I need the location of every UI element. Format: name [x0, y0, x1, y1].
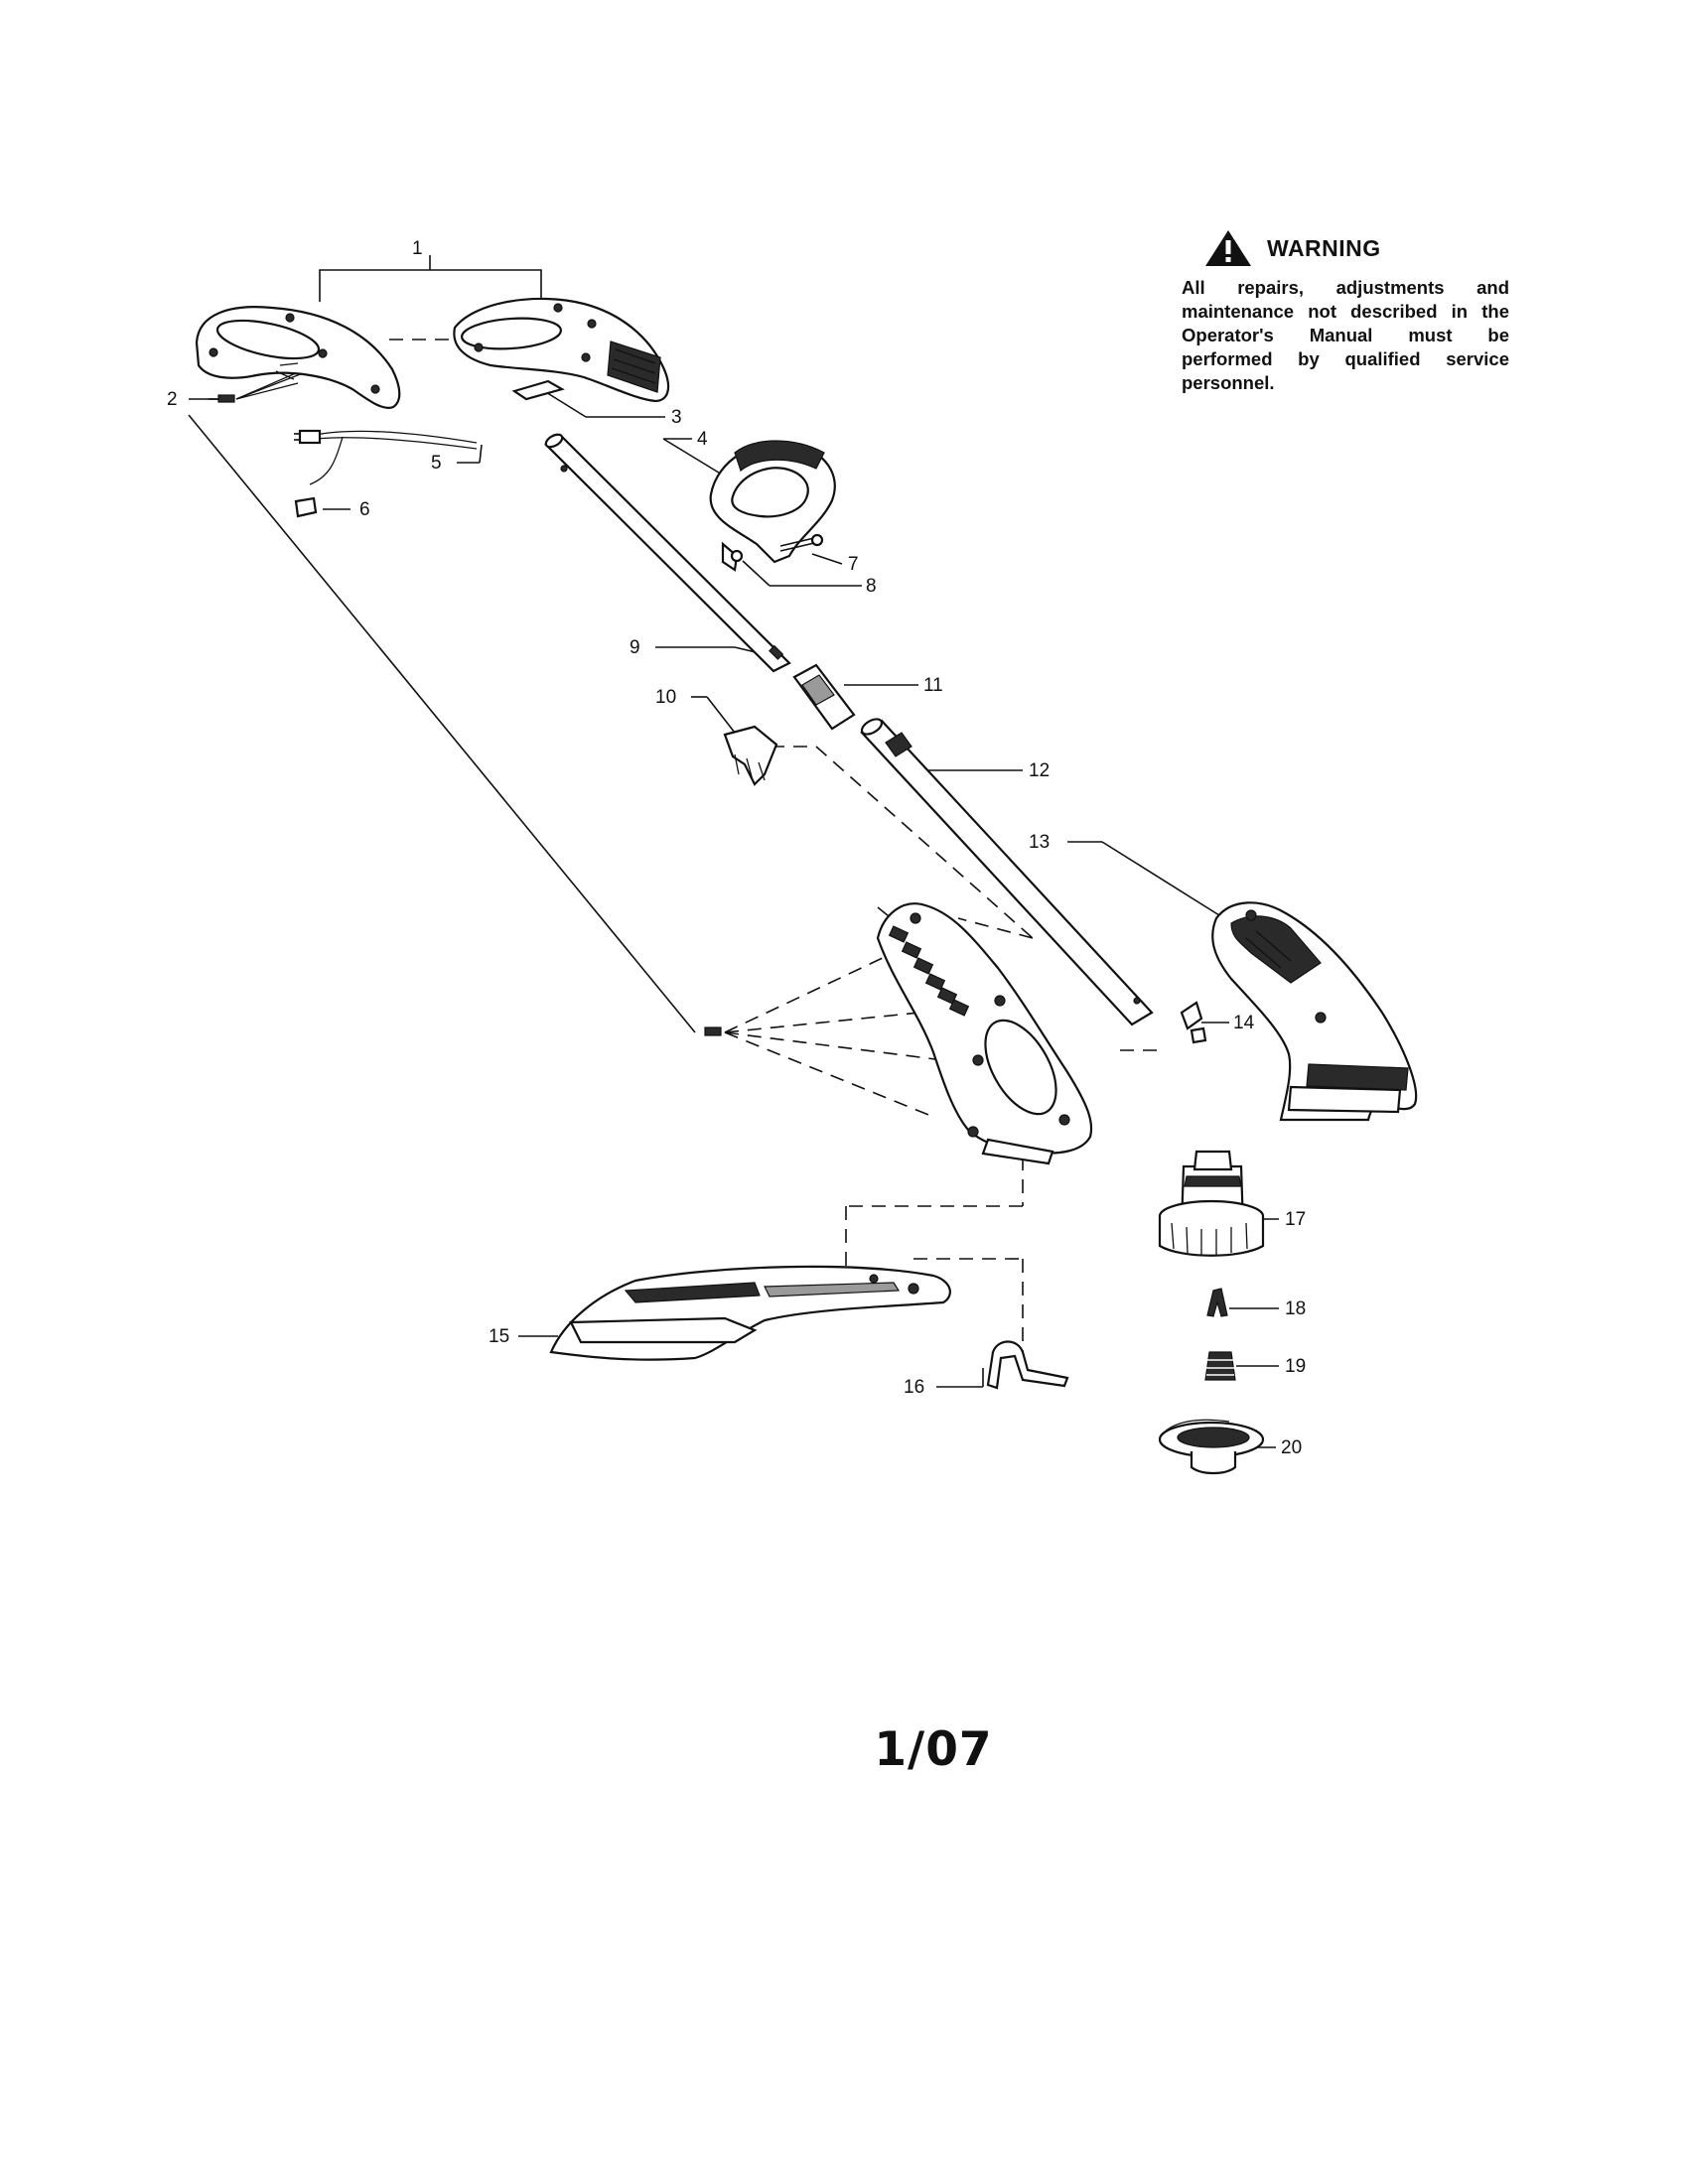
- rear-housing-left-half: [195, 306, 401, 409]
- motor-17: [1158, 1150, 1265, 1257]
- callout-10: 10: [655, 687, 676, 708]
- aux-handle-4: [709, 440, 836, 564]
- bolt-7: [779, 533, 824, 552]
- callout-2: 2: [167, 389, 178, 410]
- page-number-wrap: 1/07: [0, 1722, 1684, 1777]
- callout-20: 20: [1281, 1437, 1302, 1458]
- screws-14: [1180, 1001, 1207, 1044]
- warning-box: WARNING All repairs, adjustments and mai…: [1182, 228, 1509, 395]
- rear-housing-right-half: [453, 297, 670, 403]
- callout-11: 11: [923, 675, 943, 696]
- spring-19: [1204, 1351, 1236, 1381]
- switch-3: [511, 379, 565, 401]
- bracket-16: [986, 1340, 1069, 1390]
- callout-13: 13: [1029, 832, 1050, 853]
- warning-triangle-icon: [1205, 230, 1251, 266]
- callout-labels: 1 2 3 4 5 6 7 8 9 10 11 12 13 14 15 16 1…: [167, 238, 1306, 1458]
- callout-4: 4: [697, 429, 708, 450]
- callout-15: 15: [489, 1326, 509, 1347]
- callout-9: 9: [630, 637, 640, 658]
- callout-3: 3: [671, 407, 682, 428]
- guard-15: [549, 1265, 951, 1361]
- retainer-18: [1206, 1288, 1228, 1317]
- callout-17: 17: [1285, 1209, 1306, 1230]
- callout-18: 18: [1285, 1298, 1306, 1319]
- callout-12: 12: [1029, 760, 1050, 781]
- coupler-11: [792, 663, 856, 731]
- lower-shaft-12: [860, 718, 1154, 1026]
- callout-7: 7: [848, 554, 859, 575]
- page-number: 1/07: [874, 1722, 993, 1777]
- clamp-10: [723, 725, 778, 786]
- callout-5: 5: [431, 453, 442, 474]
- callout-16: 16: [904, 1377, 924, 1398]
- warning-header: WARNING: [1182, 228, 1509, 268]
- callout-19: 19: [1285, 1356, 1306, 1377]
- warning-text: All repairs, adjustments and maintenance…: [1182, 277, 1509, 393]
- callout-8: 8: [866, 576, 877, 597]
- callout-1: 1: [412, 238, 423, 259]
- handle-screw: [704, 1026, 722, 1036]
- callout-14: 14: [1233, 1013, 1255, 1033]
- spool-20: [1158, 1419, 1265, 1475]
- warning-title: WARNING: [1267, 234, 1381, 261]
- callout-6: 6: [359, 499, 370, 520]
- leader-lines: [188, 255, 1279, 1448]
- motor-housing-13: [1211, 901, 1418, 1122]
- upper-shaft-9: [544, 433, 791, 673]
- wing-nut-8: [721, 541, 744, 572]
- clip-6: [294, 496, 318, 518]
- main-handle-housing: [876, 902, 1093, 1165]
- screw-2: [209, 394, 235, 403]
- power-cord-5: [294, 429, 478, 485]
